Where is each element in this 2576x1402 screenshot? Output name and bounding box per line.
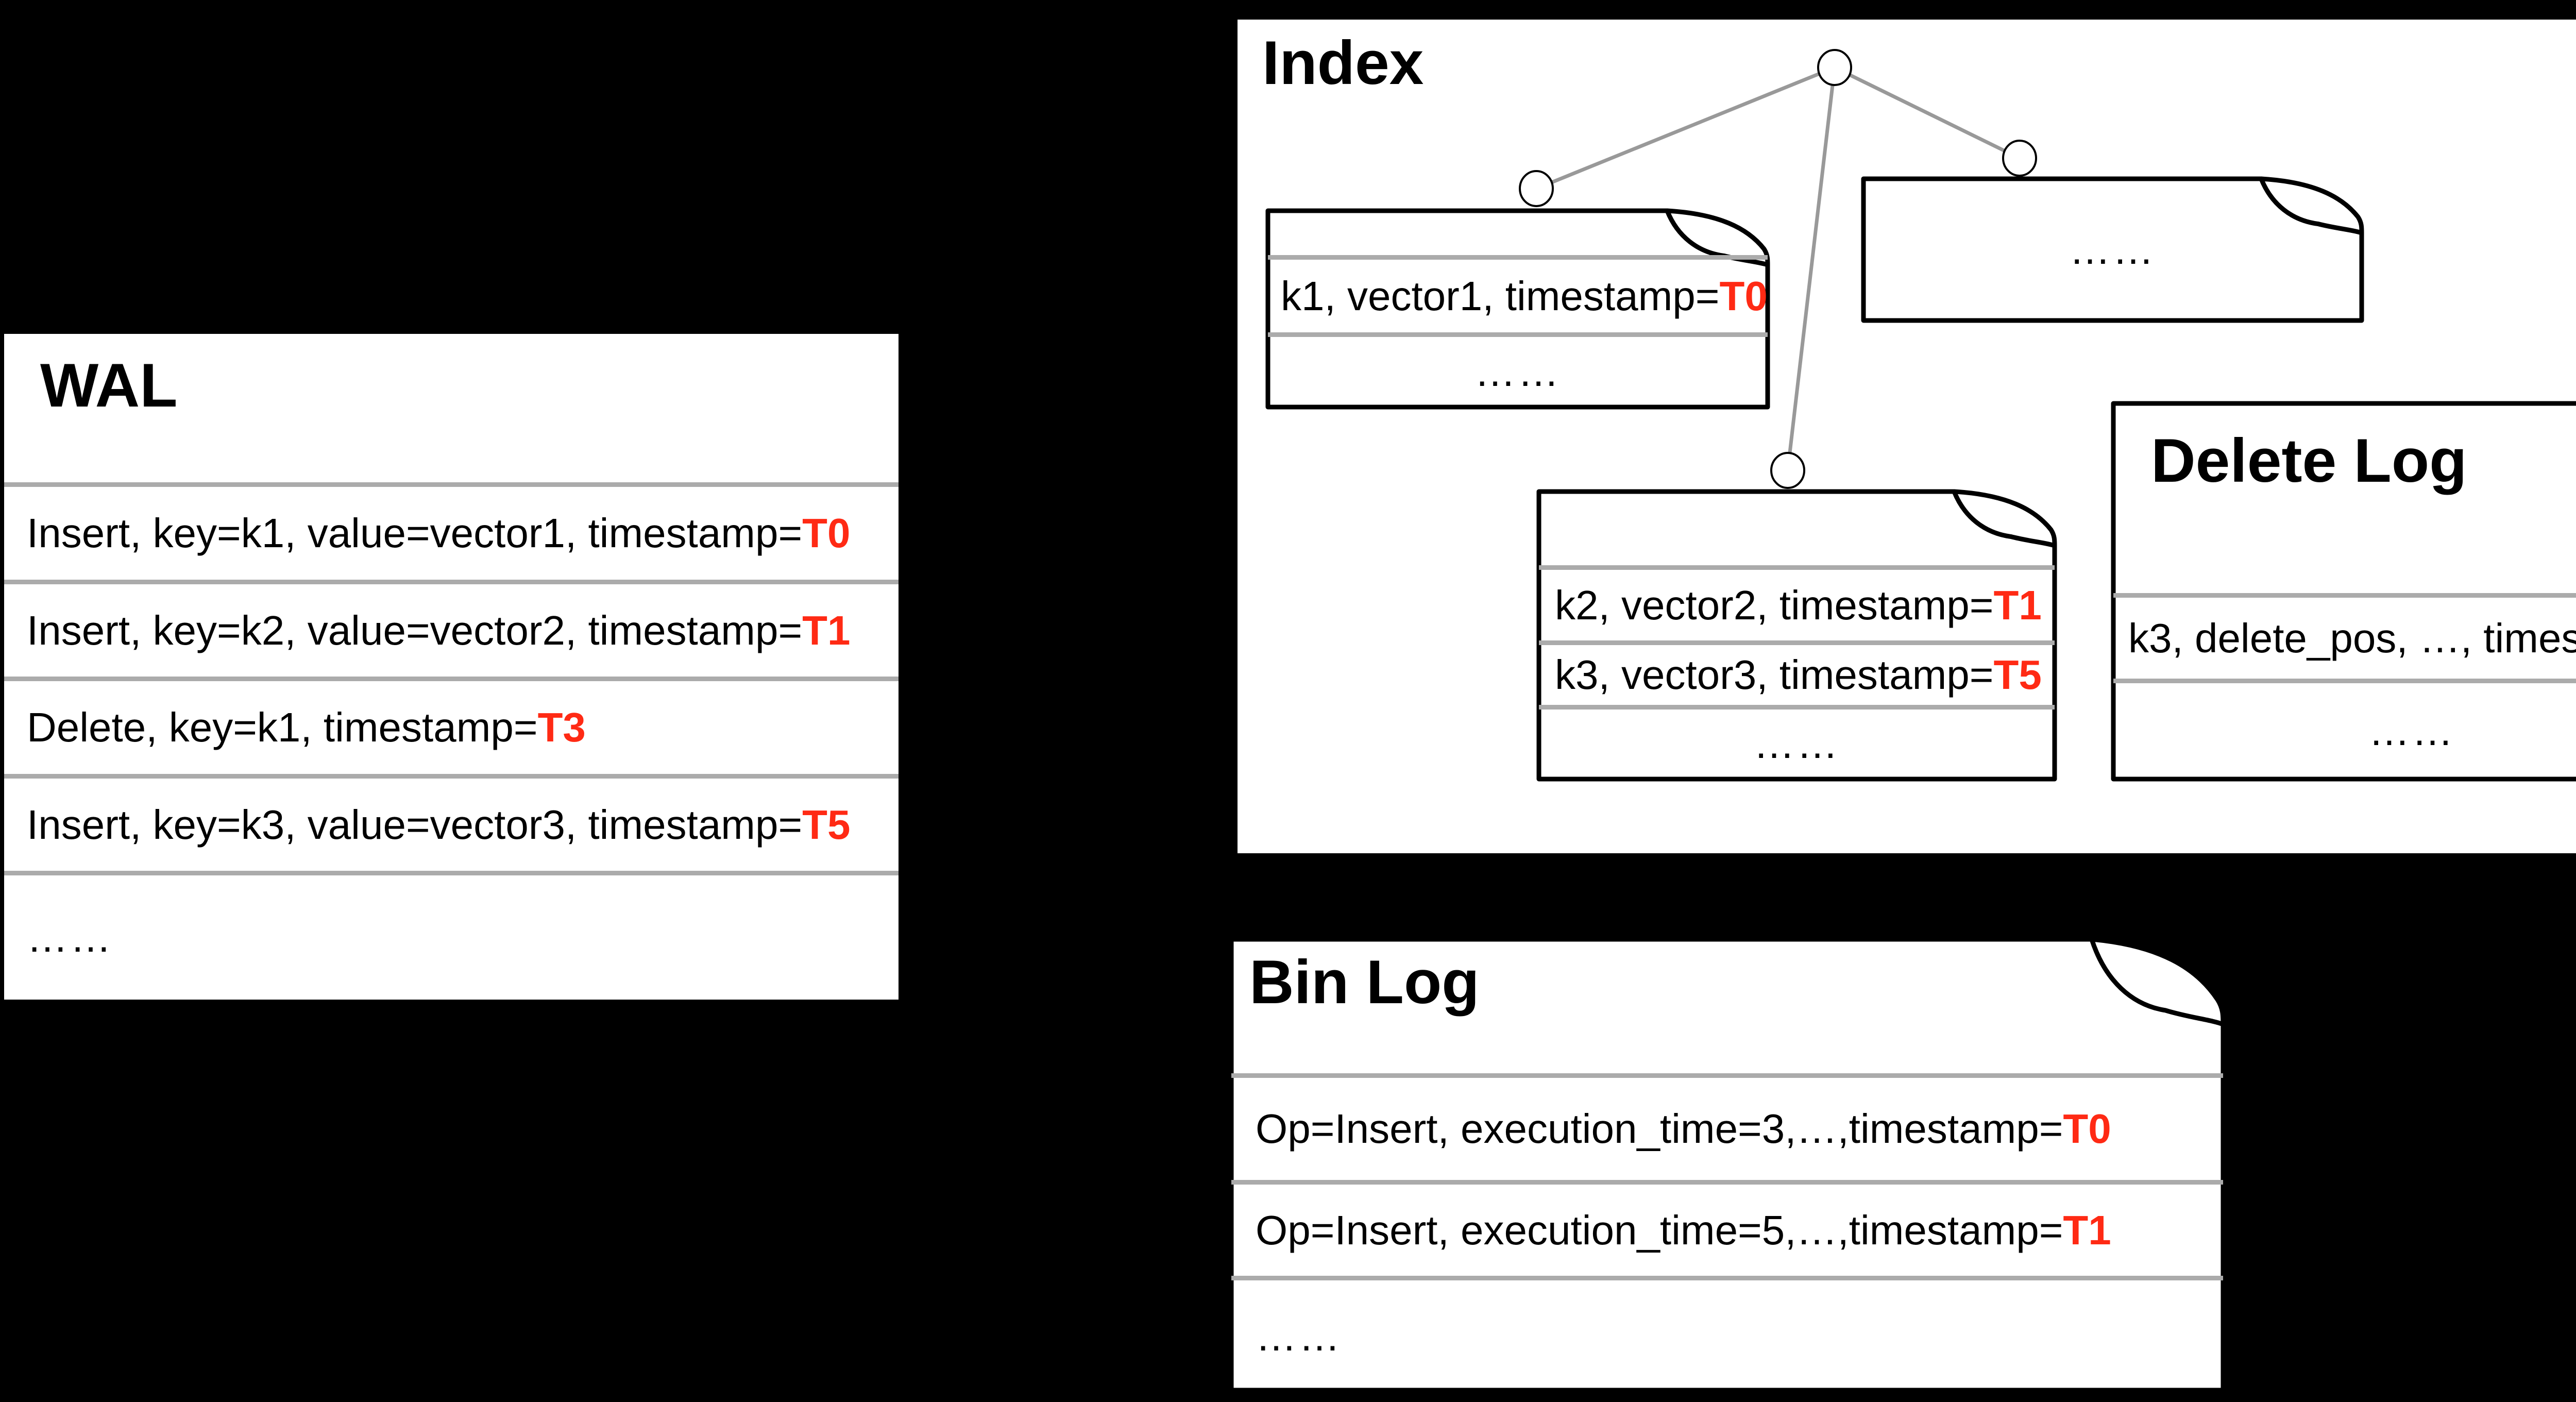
wal-log-entry: Insert, key=k2, value=vector2, timestamp… [4, 584, 899, 677]
timestamp-value: T5 [1993, 652, 2042, 698]
index-segment-file-k2-k3: k2, vector2, timestamp=T1 k3, vector3, t… [1536, 489, 2057, 782]
delete-log-title: Delete Log [2151, 426, 2467, 495]
timestamp-value: T0 [2063, 1106, 2111, 1152]
ellipsis-text: …… [1475, 348, 1561, 395]
folded-corner-icon [2259, 176, 2364, 235]
index-segment-file-k1: k1, vector1, timestamp=T0 …… [1265, 208, 1770, 410]
folded-corner-icon [2089, 937, 2226, 1027]
timestamp-value: T5 [802, 801, 851, 848]
entry-text: k1, vector1, timestamp= [1281, 273, 1720, 319]
wal-title: WAL [40, 351, 178, 420]
index-entry: k1, vector1, timestamp=T0 [1265, 260, 1770, 332]
log-entry-text: Insert, key=k3, value=vector3, timestamp… [27, 801, 803, 848]
entry-text: k3, vector3, timestamp= [1555, 652, 1994, 698]
folded-corner-icon [1952, 489, 2057, 548]
timestamp-value: T0 [1719, 273, 1768, 319]
ellipsis-text: …… [2368, 707, 2455, 754]
index-title: Index [1262, 28, 1424, 97]
wal-ellipsis-row: …… [4, 875, 899, 1000]
entry-text: k3, delete_pos, …, timestamp= [2128, 615, 2576, 661]
row-divider [4, 677, 899, 681]
ellipsis-row: …… [1861, 176, 2364, 323]
index-entry: k3, vector3, timestamp=T5 [1536, 645, 2057, 705]
log-entry-text: Insert, key=k1, value=vector1, timestamp… [27, 510, 803, 556]
wal-log-entry: Insert, key=k3, value=vector3, timestamp… [4, 779, 899, 871]
row-divider [2113, 593, 2576, 598]
ellipsis-text: …… [2069, 226, 2156, 273]
ellipsis-text: …… [27, 914, 113, 960]
document-page-icon [1265, 208, 1770, 410]
bin-log-entry: Op=Insert, execution_time=5,…,timestamp=… [1229, 1185, 2226, 1276]
row-divider [4, 580, 899, 584]
wal-panel: WAL Insert, key=k1, value=vector1, times… [4, 334, 899, 1000]
row-divider [1539, 705, 2055, 710]
timestamp-value: T0 [802, 510, 851, 556]
row-divider [1268, 255, 1768, 260]
row-divider [1231, 1180, 2223, 1185]
ellipsis-row: …… [1536, 710, 2057, 779]
log-entry-text: Insert, key=k2, value=vector2, timestamp… [27, 607, 803, 653]
timestamp-value: T1 [802, 607, 851, 653]
log-entry-text: Delete, key=k1, timestamp= [27, 704, 538, 750]
wal-log-entry: Insert, key=k1, value=vector1, timestamp… [4, 487, 899, 580]
document-page-icon [1861, 176, 2364, 323]
entry-text: k2, vector2, timestamp= [1555, 582, 1994, 628]
delete-log-panel: Delete Log k3, delete_pos, …, timestamp=… [2111, 401, 2576, 782]
row-divider [4, 871, 899, 875]
timestamp-value: T1 [2063, 1207, 2111, 1253]
wal-log-entry: Delete, key=k1, timestamp=T3 [4, 681, 899, 774]
row-divider [1539, 640, 2055, 645]
bin-log-panel: Bin Log Op=Insert, execution_time=3,…,ti… [1229, 937, 2226, 1393]
entry-text: Op=Insert, execution_time=3,…,timestamp= [1256, 1106, 2063, 1152]
ellipsis-row: …… [1229, 1280, 2226, 1393]
row-divider [1231, 1073, 2223, 1078]
ellipsis-text: …… [1753, 721, 1840, 767]
row-divider [4, 482, 899, 487]
ellipsis-row: …… [1265, 337, 1770, 407]
timestamp-value: T3 [537, 704, 586, 750]
timestamp-value: T1 [1993, 582, 2042, 628]
row-divider [1539, 565, 2055, 570]
bin-log-title: Bin Log [1249, 948, 1480, 1017]
delete-log-entry: k3, delete_pos, …, timestamp=T3 [2111, 598, 2576, 679]
index-entry: k2, vector2, timestamp=T1 [1536, 570, 2057, 640]
entry-text: Op=Insert, execution_time=5,…,timestamp= [1256, 1207, 2063, 1253]
document-page-icon [2111, 401, 2576, 782]
folded-corner-icon [1665, 208, 1770, 267]
ellipsis-text: …… [1256, 1313, 1342, 1359]
index-segment-file-more: …… [1861, 176, 2364, 323]
row-divider [1268, 332, 1768, 337]
row-divider [2113, 679, 2576, 683]
row-divider [4, 774, 899, 779]
ellipsis-row: …… [2111, 683, 2576, 779]
document-outline [2111, 401, 2576, 782]
bin-log-entry: Op=Insert, execution_time=3,…,timestamp=… [1229, 1078, 2226, 1180]
row-divider [1231, 1276, 2223, 1280]
